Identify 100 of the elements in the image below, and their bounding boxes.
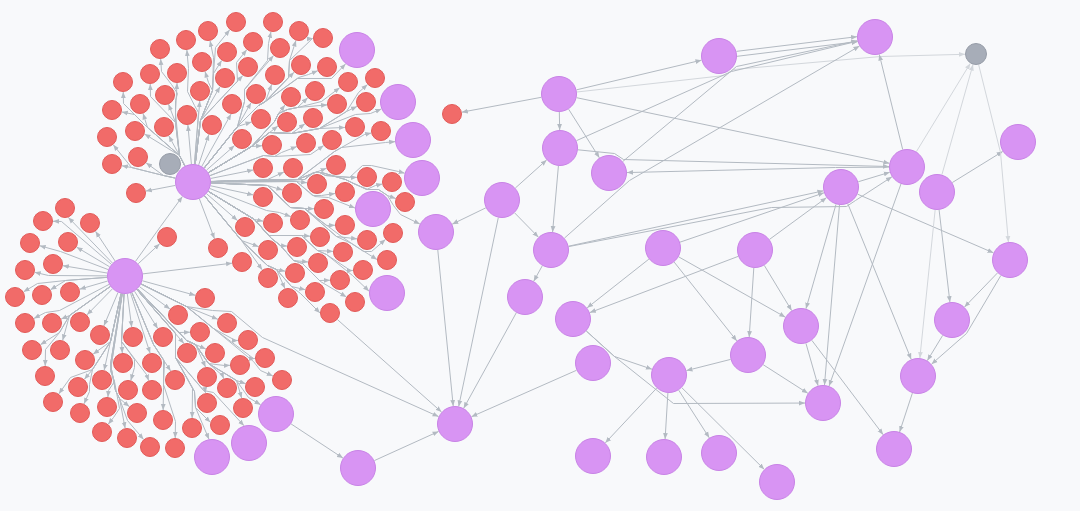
arrow <box>373 430 440 462</box>
graph-node <box>232 129 252 149</box>
arrow <box>857 171 891 183</box>
graph-node <box>208 238 228 258</box>
arrow <box>33 283 110 319</box>
graph-node <box>353 260 373 280</box>
arrow <box>139 286 171 310</box>
arrow <box>878 54 904 150</box>
graph-node <box>20 233 40 253</box>
arrow <box>978 64 1011 243</box>
arrow <box>121 293 150 382</box>
graph-node <box>270 38 290 58</box>
arrow <box>209 146 298 177</box>
arrow <box>142 261 233 275</box>
graph-node <box>97 397 117 417</box>
graph-node <box>345 292 365 312</box>
graph-node <box>575 438 611 474</box>
arrow <box>811 339 884 436</box>
graph-node <box>326 155 346 175</box>
graph-node <box>314 199 334 219</box>
arrow <box>79 280 109 290</box>
graph-node <box>281 87 301 107</box>
graph-node <box>322 130 342 150</box>
graph-node <box>335 215 355 235</box>
graph-node <box>123 327 143 347</box>
graph-node <box>70 403 90 423</box>
arrow <box>926 334 944 362</box>
arrow <box>763 264 793 312</box>
graph-node <box>305 282 325 302</box>
graph-node <box>418 214 454 250</box>
graph-node <box>80 213 100 233</box>
graph-node <box>217 42 237 62</box>
graph-node <box>340 450 376 486</box>
graph-node <box>60 282 80 302</box>
graph-node <box>262 135 282 155</box>
graph-node <box>575 345 611 381</box>
graph-node <box>118 380 138 400</box>
arrow <box>135 196 183 262</box>
graph-node <box>125 121 145 141</box>
graph-node <box>934 302 970 338</box>
graph-node <box>210 415 230 435</box>
graph-node <box>759 464 795 500</box>
graph-node <box>335 182 355 202</box>
graph-node <box>238 57 258 77</box>
arrow <box>95 230 116 262</box>
graph-node <box>15 260 35 280</box>
arrow <box>899 392 913 433</box>
graph-node <box>246 84 266 104</box>
arrow <box>290 423 344 459</box>
graph-node <box>310 227 330 247</box>
graph-node <box>395 192 415 212</box>
arrow <box>107 293 123 425</box>
arrow <box>140 283 440 418</box>
graph-node <box>555 301 591 337</box>
graph-node <box>783 308 819 344</box>
graph-node <box>226 12 246 32</box>
graph-node <box>195 288 215 308</box>
arrow <box>673 261 738 342</box>
graph-node <box>15 313 35 333</box>
graph-node <box>258 268 278 288</box>
graph-node <box>900 358 936 394</box>
graph-node <box>75 350 95 370</box>
arrow <box>514 212 539 238</box>
graph-node <box>278 288 298 308</box>
graph-node <box>68 377 88 397</box>
arrow <box>681 387 765 470</box>
graph-node <box>198 21 218 41</box>
graph-node <box>258 240 278 260</box>
arrow <box>951 150 1004 184</box>
graph-node <box>238 330 258 350</box>
graph-node <box>965 43 987 65</box>
graph-node <box>233 398 253 418</box>
graph-node <box>175 164 211 200</box>
arrow <box>126 293 134 328</box>
graph-node <box>43 392 63 412</box>
arrow <box>141 280 196 297</box>
graph-node <box>992 242 1028 278</box>
arrow <box>186 124 192 165</box>
graph-node <box>92 370 112 390</box>
graph-node <box>289 21 309 41</box>
graph-node <box>701 38 737 74</box>
graph-node <box>333 242 353 262</box>
graph-node <box>159 153 181 175</box>
arrow <box>533 265 543 282</box>
arrow <box>577 149 890 169</box>
arrow <box>964 272 998 308</box>
graph-node <box>484 182 520 218</box>
arrow <box>198 198 215 240</box>
arrow <box>857 193 994 254</box>
graph-node <box>243 32 263 52</box>
graph-node <box>339 32 375 68</box>
graph-node <box>190 81 210 101</box>
graph-node <box>290 210 310 230</box>
graph-node <box>117 428 137 448</box>
graph-node <box>113 353 133 373</box>
graph-node <box>889 149 925 185</box>
arrow <box>451 207 487 225</box>
graph-node <box>283 158 303 178</box>
graph-node <box>197 393 217 413</box>
arrow <box>735 35 858 52</box>
